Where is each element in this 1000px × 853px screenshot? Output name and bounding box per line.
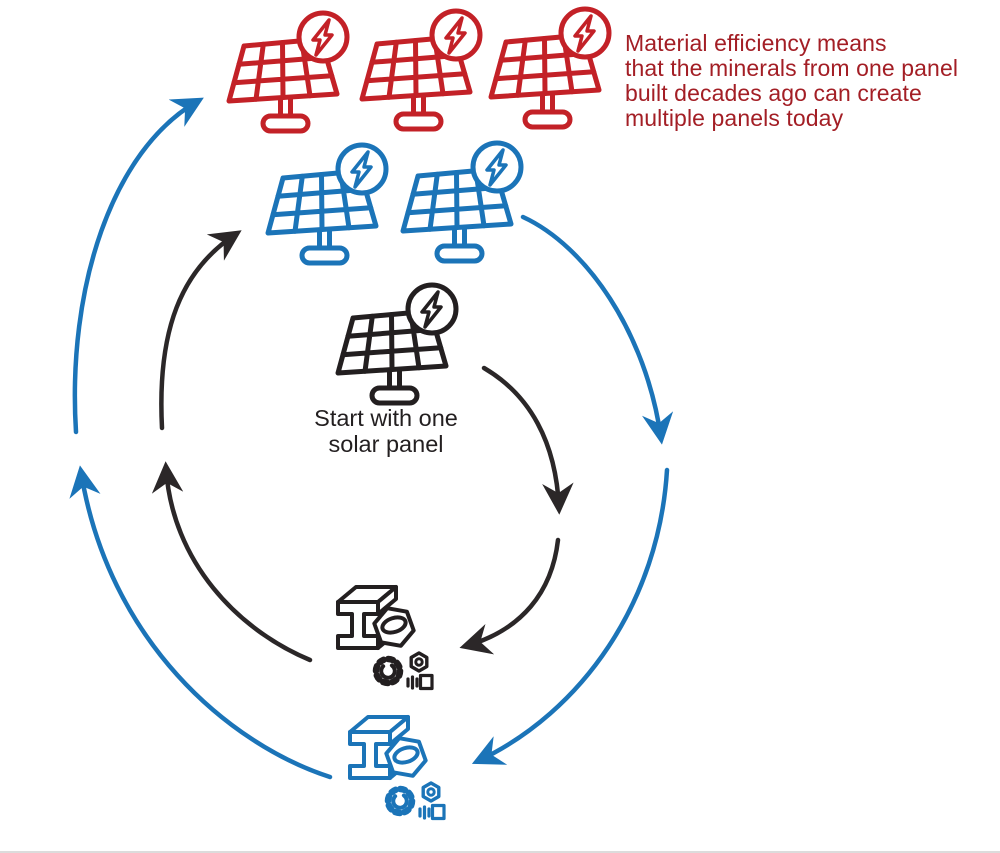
black-arrow-materials-up-left bbox=[151, 461, 313, 663]
solar-panel-icon-blue-2 bbox=[403, 143, 521, 261]
black-arrow-into-materials bbox=[459, 537, 561, 655]
solar-panel-icon-red-3 bbox=[491, 9, 609, 127]
raw-materials-icon-blue bbox=[350, 717, 444, 819]
solar-panel-icon-start bbox=[338, 285, 456, 403]
third-generation-panels bbox=[229, 9, 609, 131]
start-caption-line-2: solar panel bbox=[328, 431, 444, 457]
material-efficiency-note: Material efficiency means that the miner… bbox=[625, 31, 997, 131]
solar-panel-icon-blue-1 bbox=[268, 145, 386, 263]
solar-panel-icon-red-2 bbox=[362, 11, 480, 129]
note-line-3: built decades ago can create bbox=[625, 80, 922, 106]
blue-arrow-to-red-panels bbox=[72, 97, 204, 435]
start-caption: Start with one solar panel bbox=[291, 405, 481, 457]
solar-panel-icon-red-1 bbox=[229, 13, 347, 131]
outer-blue-loop bbox=[69, 97, 674, 780]
blue-arrow-panels-down-right bbox=[520, 214, 674, 445]
black-arrow-to-blue-panels bbox=[159, 230, 242, 431]
note-line-2: that the minerals from one panel bbox=[625, 55, 959, 81]
inner-black-loop bbox=[151, 230, 574, 663]
start-caption-line-1: Start with one bbox=[314, 405, 458, 431]
second-generation-panels bbox=[268, 143, 521, 263]
blue-arrow-into-materials bbox=[471, 467, 670, 765]
note-line-4: multiple panels today bbox=[625, 105, 844, 131]
black-arrow-panel-to-materials-right bbox=[481, 365, 574, 515]
note-line-1: Material efficiency means bbox=[625, 30, 887, 56]
raw-materials-icon-black bbox=[338, 587, 432, 689]
blue-arrow-materials-up-left bbox=[69, 465, 333, 780]
